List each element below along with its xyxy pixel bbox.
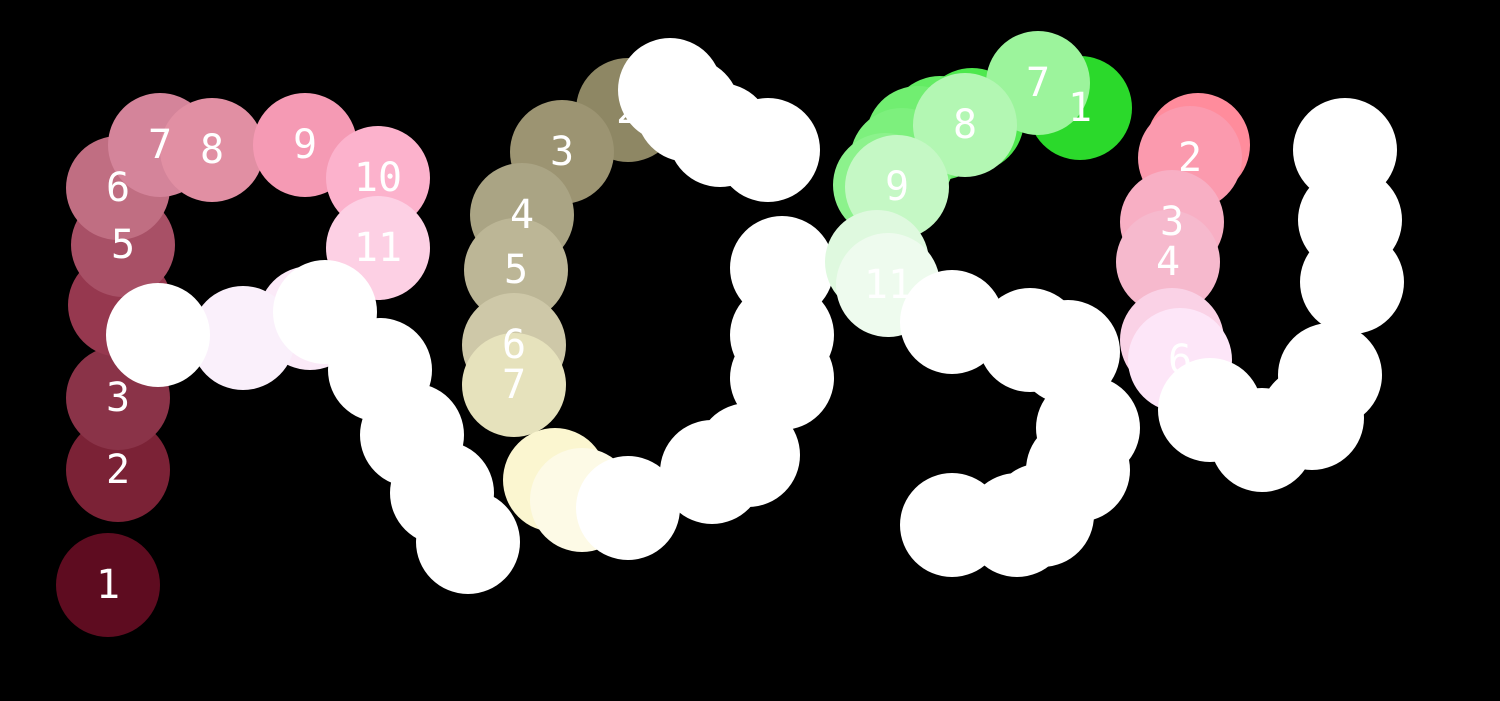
stroke-dot	[1293, 98, 1397, 202]
stroke-dot	[56, 533, 160, 637]
stroke-dot-number: 4	[510, 192, 534, 238]
stroke-dot	[462, 333, 566, 437]
stroke-dot-number: 5	[111, 222, 135, 268]
stroke-dot-number: 8	[200, 127, 224, 173]
stroke-dot-number: 2	[616, 87, 640, 133]
stroke-dot	[1116, 210, 1220, 314]
stroke-dot	[576, 456, 680, 560]
stroke-dot-number: 1	[1068, 85, 1092, 131]
stroke-dot-number: 9	[293, 122, 317, 168]
stroke-dot	[66, 418, 170, 522]
stroke-dot-number: 7	[502, 362, 526, 408]
stroke-letter-u: 2 34 6	[1116, 93, 1404, 492]
stroke-dot-number: 9	[885, 164, 909, 210]
stroke-dot-number: 4	[1156, 239, 1180, 285]
stroke-dot	[900, 473, 1004, 577]
stroke-dot	[913, 73, 1017, 177]
stroke-dot	[618, 38, 722, 142]
stroke-dot	[900, 270, 1004, 374]
stroke-dot	[106, 283, 210, 387]
stroke-dot-number: 6	[1168, 337, 1192, 383]
stroke-dot-number: 6	[502, 322, 526, 368]
stroke-dot-number: 7	[148, 122, 172, 168]
stroke-dot-number: 2	[1178, 135, 1202, 181]
stroke-dot-number: 3	[106, 375, 130, 421]
stroke-letter-s: 17 89 11	[825, 31, 1140, 577]
stroke-dot-number: 1	[96, 562, 120, 608]
stroke-dot	[1278, 323, 1382, 427]
stroke-dot-number: 6	[106, 165, 130, 211]
stroke-dot-number: 10	[354, 155, 402, 201]
stroke-dot	[160, 98, 264, 202]
stroke-dot-number: 11	[864, 262, 912, 308]
stroke-dot-number: 3	[550, 129, 574, 175]
stroke-letter-o: 234 5 67	[462, 38, 834, 560]
stroke-dot	[416, 490, 520, 594]
stroke-dot-number: 8	[953, 102, 977, 148]
stroke-dot-number: 3	[1160, 199, 1184, 245]
stroke-dot-number: 7	[1026, 60, 1050, 106]
stroke-dot	[730, 216, 834, 320]
stroke-dot	[191, 286, 295, 390]
stroke-dot	[464, 218, 568, 322]
stroke-dot-number: 5	[504, 247, 528, 293]
stroke-dot-number: 11	[354, 225, 402, 271]
stroke-dot-number: 2	[106, 447, 130, 493]
